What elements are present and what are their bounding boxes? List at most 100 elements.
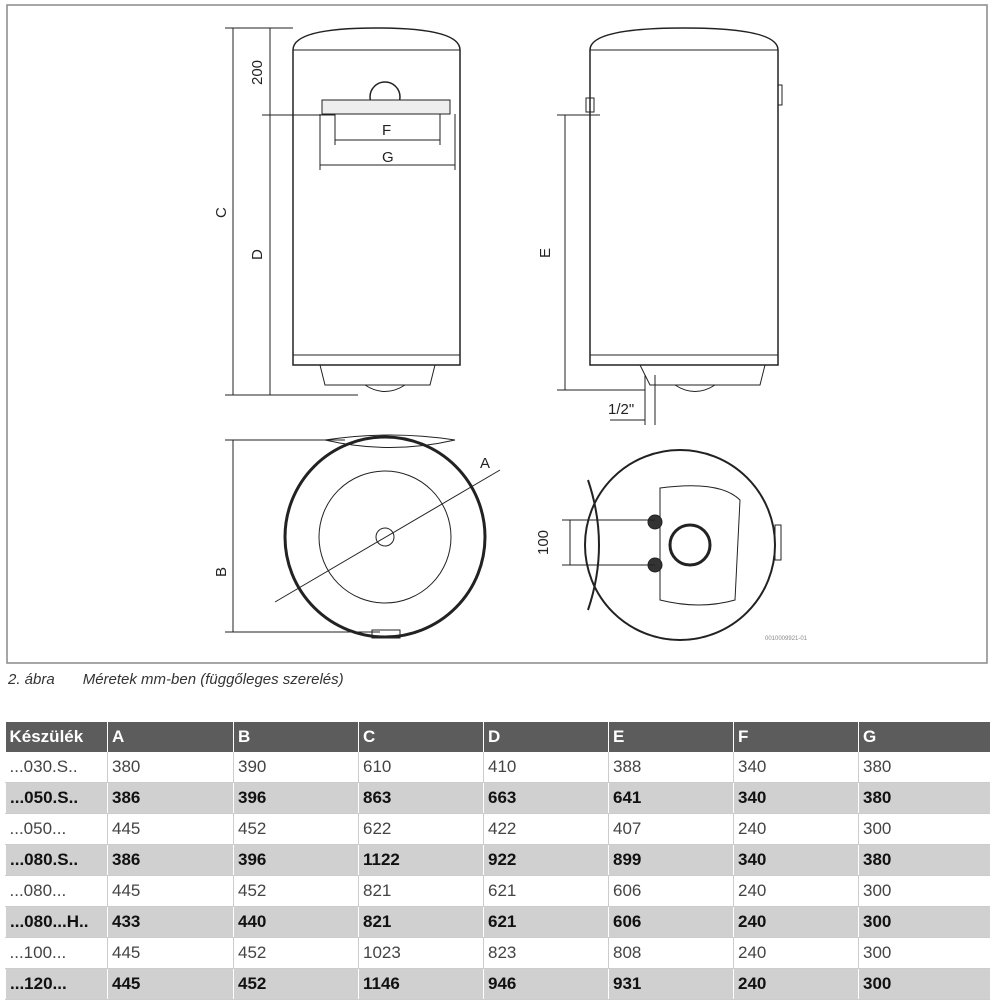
table-cell: 396 xyxy=(233,782,359,814)
table-cell: ...050... xyxy=(5,813,108,845)
table-cell: 240 xyxy=(733,937,859,969)
table-cell: 452 xyxy=(233,937,359,969)
column-header: D xyxy=(483,722,609,752)
table-cell: 300 xyxy=(858,937,990,969)
side-view xyxy=(557,27,783,425)
table-cell: 663 xyxy=(483,782,609,814)
table-cell: 300 xyxy=(858,875,990,907)
table-cell: 240 xyxy=(733,906,859,938)
table-cell: 1122 xyxy=(358,844,484,876)
table-cell: 240 xyxy=(733,875,859,907)
table-cell: 380 xyxy=(858,844,990,876)
table-cell: 610 xyxy=(358,752,484,783)
dim-d-label: D xyxy=(249,249,266,260)
table-cell: 407 xyxy=(608,813,734,845)
dimension-drawing: 200 C D F G E 1/2" A B 100 0010009921-01 xyxy=(6,4,988,664)
table-cell: ...080...H.. xyxy=(5,906,108,938)
table-cell: 410 xyxy=(483,752,609,783)
figure-caption: 2. ábra Méretek mm-ben (függőleges szerel… xyxy=(8,671,372,688)
column-header: A xyxy=(107,722,234,752)
table-cell: ...100... xyxy=(5,937,108,969)
table-cell: 386 xyxy=(107,844,234,876)
caption-number: 2. ábra xyxy=(8,671,55,688)
column-header: G xyxy=(858,722,990,752)
table-cell: 300 xyxy=(858,968,990,1000)
table-cell: 445 xyxy=(107,937,234,969)
table-cell: 440 xyxy=(233,906,359,938)
table-cell: 396 xyxy=(233,844,359,876)
table-cell: ...030.S.. xyxy=(5,752,108,783)
column-header: F xyxy=(733,722,859,752)
dim-b-label: B xyxy=(213,567,230,577)
table-cell: 621 xyxy=(483,875,609,907)
table-cell: 1023 xyxy=(358,937,484,969)
table-cell: 823 xyxy=(483,937,609,969)
table-cell: 300 xyxy=(858,906,990,938)
table-cell: 821 xyxy=(358,906,484,938)
table-cell: 240 xyxy=(733,968,859,1000)
table-cell: 388 xyxy=(608,752,734,783)
table-cell: 433 xyxy=(107,906,234,938)
table-cell: 606 xyxy=(608,875,734,907)
dim-e-label: E xyxy=(537,248,554,258)
table-cell: 340 xyxy=(733,844,859,876)
table-cell: 821 xyxy=(358,875,484,907)
table-cell: ...080... xyxy=(5,875,108,907)
table-cell: ...050.S.. xyxy=(5,782,108,814)
table-cell: 922 xyxy=(483,844,609,876)
table-cell: 621 xyxy=(483,906,609,938)
table-cell: ...120... xyxy=(5,968,108,1000)
bottom-view xyxy=(562,449,782,641)
table-cell: 445 xyxy=(107,875,234,907)
dim-c-label: C xyxy=(213,207,230,218)
dim-200-label: 200 xyxy=(249,60,266,85)
column-header: Készülék xyxy=(5,722,108,752)
table-cell: 340 xyxy=(733,782,859,814)
table-cell: 931 xyxy=(608,968,734,1000)
table-cell: 300 xyxy=(858,813,990,845)
table-cell: 452 xyxy=(233,813,359,845)
table-cell: 340 xyxy=(733,752,859,783)
table-cell: 380 xyxy=(858,782,990,814)
dim-g-label: G xyxy=(382,149,394,166)
table-cell: 380 xyxy=(107,752,234,783)
table-cell: 622 xyxy=(358,813,484,845)
table-cell: 452 xyxy=(233,875,359,907)
table-cell: 422 xyxy=(483,813,609,845)
table-cell: 863 xyxy=(358,782,484,814)
drawing-code: 0010009921-01 xyxy=(765,636,808,642)
column-header: B xyxy=(233,722,359,752)
dim-100-label: 100 xyxy=(535,530,552,555)
table-cell: 899 xyxy=(608,844,734,876)
dim-f-label: F xyxy=(382,122,391,139)
table-cell: 606 xyxy=(608,906,734,938)
table-cell: ...080.S.. xyxy=(5,844,108,876)
dim-half-inch-label: 1/2" xyxy=(608,401,634,418)
table-cell: 452 xyxy=(233,968,359,1000)
top-view xyxy=(225,434,501,639)
table-cell: 240 xyxy=(733,813,859,845)
dim-a-label: A xyxy=(480,455,490,472)
table-cell: 946 xyxy=(483,968,609,1000)
column-header: E xyxy=(608,722,734,752)
table-cell: 386 xyxy=(107,782,234,814)
table-cell: 641 xyxy=(608,782,734,814)
caption-text: Méretek mm-ben (függőleges szerelés) xyxy=(82,671,344,688)
table-cell: 808 xyxy=(608,937,734,969)
table-cell: 445 xyxy=(107,813,234,845)
column-header: C xyxy=(358,722,484,752)
table-cell: 445 xyxy=(107,968,234,1000)
table-cell: 390 xyxy=(233,752,359,783)
table-cell: 1146 xyxy=(358,968,484,1000)
table-cell: 380 xyxy=(858,752,990,783)
